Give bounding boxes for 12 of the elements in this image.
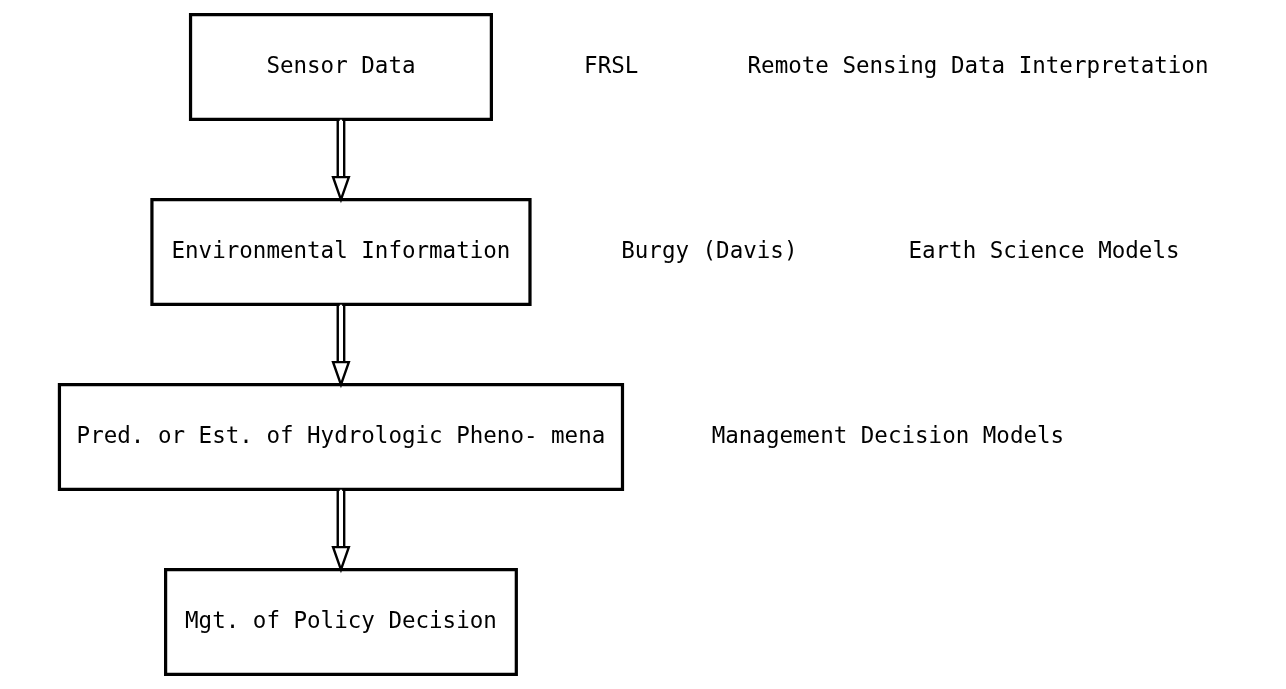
arrow — [331, 119, 351, 204]
label: Earth Science Models — [908, 236, 1180, 263]
node-box: Sensor Data — [188, 13, 493, 121]
label: Remote Sensing Data Interpretation — [747, 51, 1209, 78]
label: Management Decision Models — [711, 421, 1065, 448]
label: FRSL — [584, 51, 639, 78]
arrow — [331, 304, 351, 389]
node-box: Pred. or Est. of Hydrologic Pheno- mena — [57, 383, 625, 491]
label: Burgy (Davis) — [621, 236, 798, 263]
arrow — [331, 489, 351, 574]
node-box: Mgt. of Policy Decision — [164, 568, 518, 676]
node-box: Environmental Information — [150, 198, 532, 306]
